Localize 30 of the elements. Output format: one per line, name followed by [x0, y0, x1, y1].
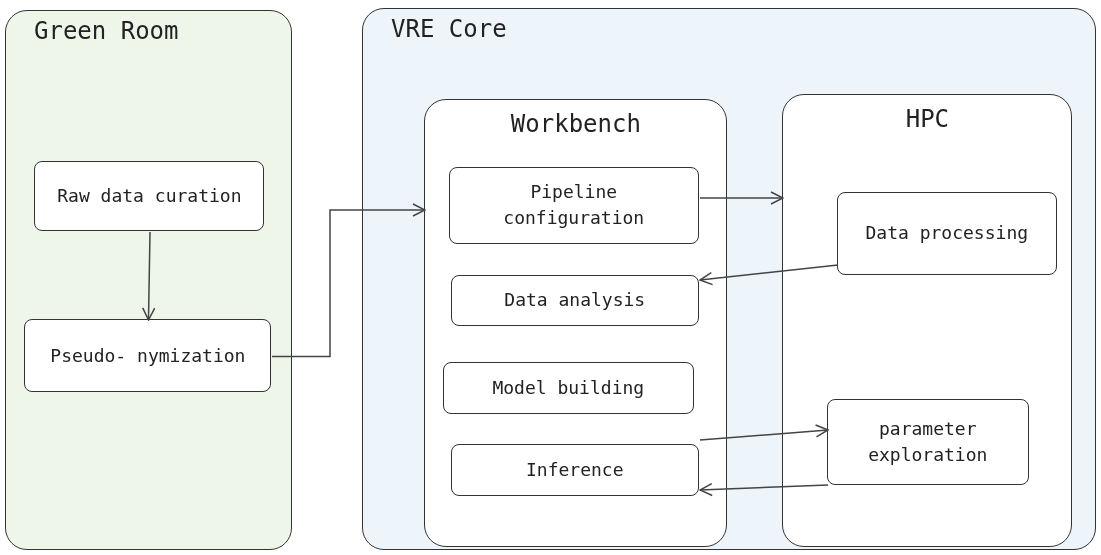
arrow	[141, 231, 156, 321]
group-container	[362, 8, 1096, 550]
process-box	[450, 274, 699, 326]
box-label: Model building	[491, 375, 646, 400]
box-label: Raw data curation	[56, 184, 243, 209]
process-box	[836, 191, 1057, 275]
box-label: Inference	[525, 457, 625, 482]
arrow	[699, 191, 784, 205]
box-label: Data processing	[864, 221, 1030, 246]
process-box	[34, 161, 265, 232]
box-label: Pseudo- nymization	[49, 343, 247, 368]
process-box	[442, 361, 694, 414]
group-container	[5, 10, 292, 550]
arrow	[271, 203, 426, 358]
box-label: Pipeline configuration	[502, 180, 646, 231]
group-title: VRE Core	[391, 15, 507, 43]
process-box	[24, 319, 272, 393]
group-container	[782, 94, 1073, 548]
box-label: parameter exploration	[867, 416, 989, 467]
arrow	[699, 424, 829, 441]
box-label: Data analysis	[503, 288, 647, 313]
arrow	[699, 482, 829, 497]
process-box	[450, 443, 699, 496]
group-title: Green Room	[34, 17, 179, 45]
group-container	[424, 99, 728, 548]
process-box	[826, 398, 1029, 485]
process-box	[448, 166, 699, 244]
group-title: HPC	[904, 105, 951, 134]
arrow	[699, 264, 839, 286]
group-title: Workbench	[509, 110, 642, 139]
